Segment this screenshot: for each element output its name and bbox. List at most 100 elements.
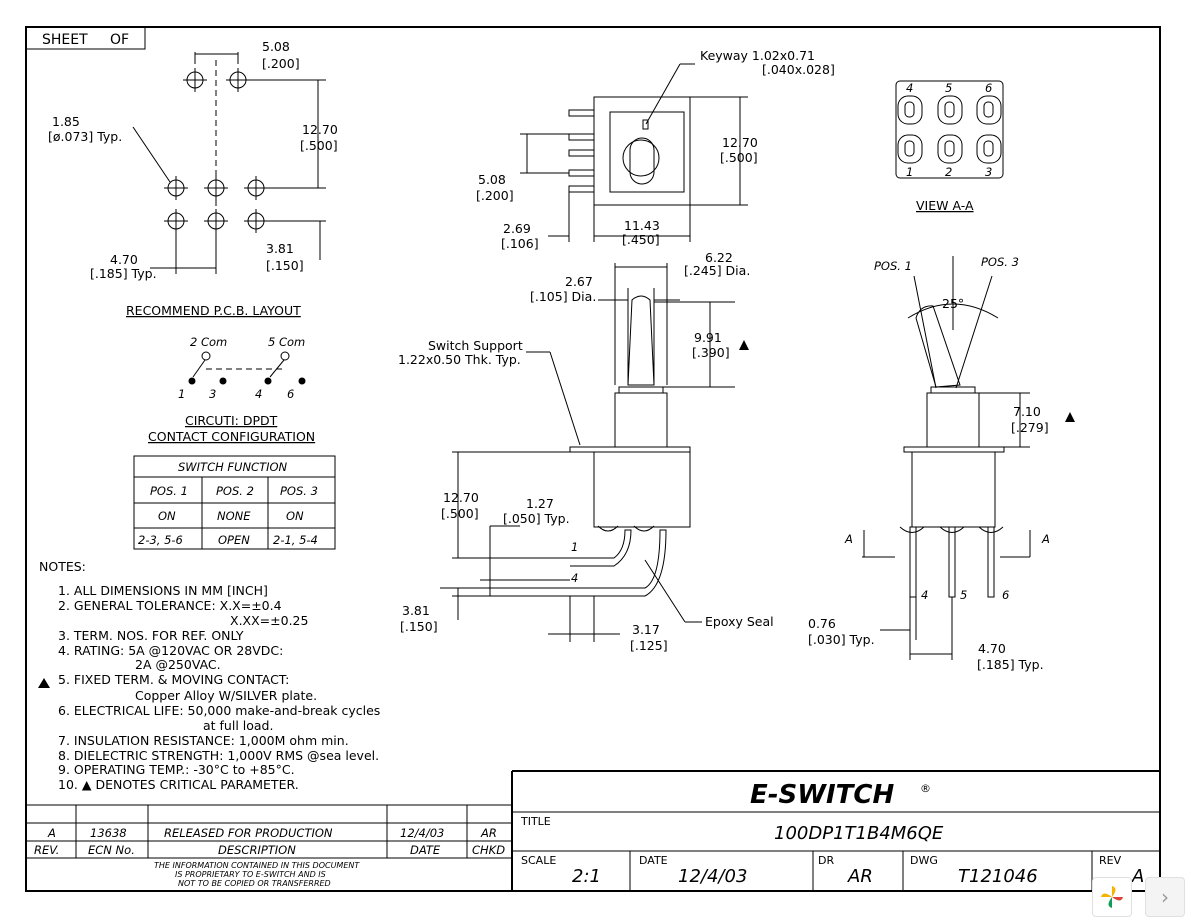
rev-row-ecn: 13638 (90, 826, 127, 840)
rev-header-date: DATE (410, 843, 441, 857)
circuit-caption1: CIRCUTI: DPDT (185, 413, 278, 428)
rev-header-chkd: CHKD (472, 843, 505, 857)
note-6: 6. ELECTRICAL LIFE: 50,000 make-and-brea… (58, 703, 380, 718)
viewer-logo-button[interactable] (1092, 877, 1132, 917)
front-d2-mm: 2.67 (565, 274, 593, 289)
circuit-p3: 3 (209, 387, 216, 401)
side-pin-mm: 5.08 (478, 172, 506, 187)
note-8: 8. DIELECTRIC STRENGTH: 1,000V RMS @sea … (58, 748, 379, 763)
front-lever-mm: 9.91 (694, 330, 722, 345)
date-value: 12/4/03 (678, 866, 747, 887)
front-t-in: [.050] Typ. (503, 511, 570, 526)
note-9: 9. OPERATING TEMP.: -30°C to +85°C. (58, 762, 295, 777)
rev-header-desc: DESCRIPTION (218, 843, 296, 857)
rev-row-chkd: AR (480, 826, 497, 840)
support-label-2: 1.22x0.50 Thk. Typ. (398, 352, 521, 367)
notice-line-3: NOT TO BE COPIED OR TRANSFERRED (178, 879, 331, 888)
side-pin-in: [.200] (476, 188, 514, 203)
pcb-dim-hole-in: [ø.073] Typ. (48, 129, 122, 144)
note-5: 5. FIXED TERM. & MOVING CONTACT: (58, 672, 289, 687)
section-a-left: A (844, 532, 853, 546)
front-b-mm: 3.81 (402, 603, 430, 618)
note-6b: at full load. (203, 718, 273, 733)
title-label: TITLE (520, 815, 551, 828)
note-1: 1. ALL DIMENSIONS IN MM [INCH] (58, 583, 268, 598)
pin-5: 5 (960, 588, 967, 602)
sf-r1c3: ON (286, 509, 304, 523)
pcb-dim-hole-mm: 1.85 (52, 114, 80, 129)
note-5b: Copper Alloy W/SILVER plate. (135, 688, 317, 703)
notice-line-2: IS PROPRIETARY TO E-SWITCH AND IS (175, 870, 326, 879)
circuit-com5: 5 Com (268, 335, 305, 349)
pin-6: 6 (1002, 588, 1009, 602)
aa-bot-2: 2 (945, 165, 952, 179)
front-c-in: [.125] (630, 638, 668, 653)
side-h-in: [.500] (720, 150, 758, 165)
note-4b: 2A @250VAC. (135, 657, 221, 672)
front-lever-in: [.390] (692, 345, 730, 360)
rev-row-rev: A (47, 826, 56, 840)
pcb-dim-br-in: [.150] (266, 258, 304, 273)
keyway-label: Keyway 1.02x0.71 (700, 48, 815, 63)
aa-bot-3: 3 (985, 165, 992, 179)
aa-top-6: 6 (985, 81, 992, 95)
aa-top-4: 4 (906, 81, 913, 95)
sheet-box (25, 26, 146, 50)
position-view (862, 256, 1031, 660)
critical-triangle-icon-2 (1065, 412, 1075, 422)
pos-h-mm: 7.10 (1013, 404, 1041, 419)
sf-header-1: POS. 1 (150, 484, 188, 498)
sheet-label: SHEET (42, 32, 88, 48)
chevron-right-icon: › (1161, 885, 1169, 909)
title-value: 100DP1T1B4M6QE (774, 823, 944, 844)
aa-bot-1: 1 (906, 165, 913, 179)
section-a-right: A (1041, 532, 1050, 546)
pos-s-mm: 4.70 (978, 641, 1006, 656)
date-label: DATE (639, 854, 668, 867)
circuit-p6: 6 (287, 387, 294, 401)
sheet-border (25, 26, 1161, 892)
circuit-p4: 4 (255, 387, 262, 401)
side-view (520, 63, 748, 242)
note-2: 2. GENERAL TOLERANCE: X.X=±0.4 (58, 598, 282, 613)
title-block (511, 770, 1160, 891)
pos-s-in: [.185] Typ. (977, 657, 1044, 672)
pcb-dim-top-in: [.200] (262, 56, 300, 71)
pin-4: 4 (921, 588, 928, 602)
front-term1: 1 (571, 540, 578, 554)
note-3: 3. TERM. NOS. FOR REF. ONLY (58, 628, 244, 643)
scale-value: 2:1 (572, 866, 601, 887)
aa-top-5: 5 (945, 81, 952, 95)
side-off-in: [.106] (501, 236, 539, 251)
sf-header-3: POS. 3 (280, 484, 318, 498)
sf-r2c1: 2-3, 5-6 (138, 533, 183, 547)
pcb-dim-right-mm: 12.70 (302, 122, 338, 137)
dr-value: AR (847, 866, 873, 887)
rev-label: REV (1099, 854, 1122, 867)
sheet-of: OF (110, 32, 129, 48)
front-body-mm: 12.70 (443, 490, 479, 505)
front-b-in: [.150] (400, 619, 438, 634)
dr-label: DR (818, 854, 834, 867)
front-d1-mm: 6.22 (705, 250, 733, 265)
pinwheel-icon (1101, 886, 1123, 908)
rev-header-ecn: ECN No. (88, 843, 135, 857)
aa-caption: VIEW A-A (916, 198, 974, 213)
sf-title: SWITCH FUNCTION (178, 460, 288, 474)
front-d1-in: [.245] Dia. (684, 263, 750, 278)
pos-p-in: [.030] Typ. (808, 632, 875, 647)
pcb-dim-br-mm: 3.81 (266, 241, 294, 256)
rev-row-desc: RELEASED FOR PRODUCTION (164, 826, 333, 840)
next-page-button[interactable]: › (1145, 877, 1185, 917)
keyway-in: [.040x.028] (762, 62, 835, 77)
sf-r2c2: OPEN (218, 533, 250, 547)
front-body-in: [.500] (441, 506, 479, 521)
eswitch-logo: E-SWITCH (750, 780, 894, 810)
front-view (440, 263, 735, 642)
pos-p-mm: 0.76 (808, 616, 836, 631)
front-c-mm: 3.17 (632, 622, 660, 637)
front-t-mm: 1.27 (526, 496, 554, 511)
angle-label: 25° (942, 296, 964, 311)
revision-table (26, 804, 512, 859)
